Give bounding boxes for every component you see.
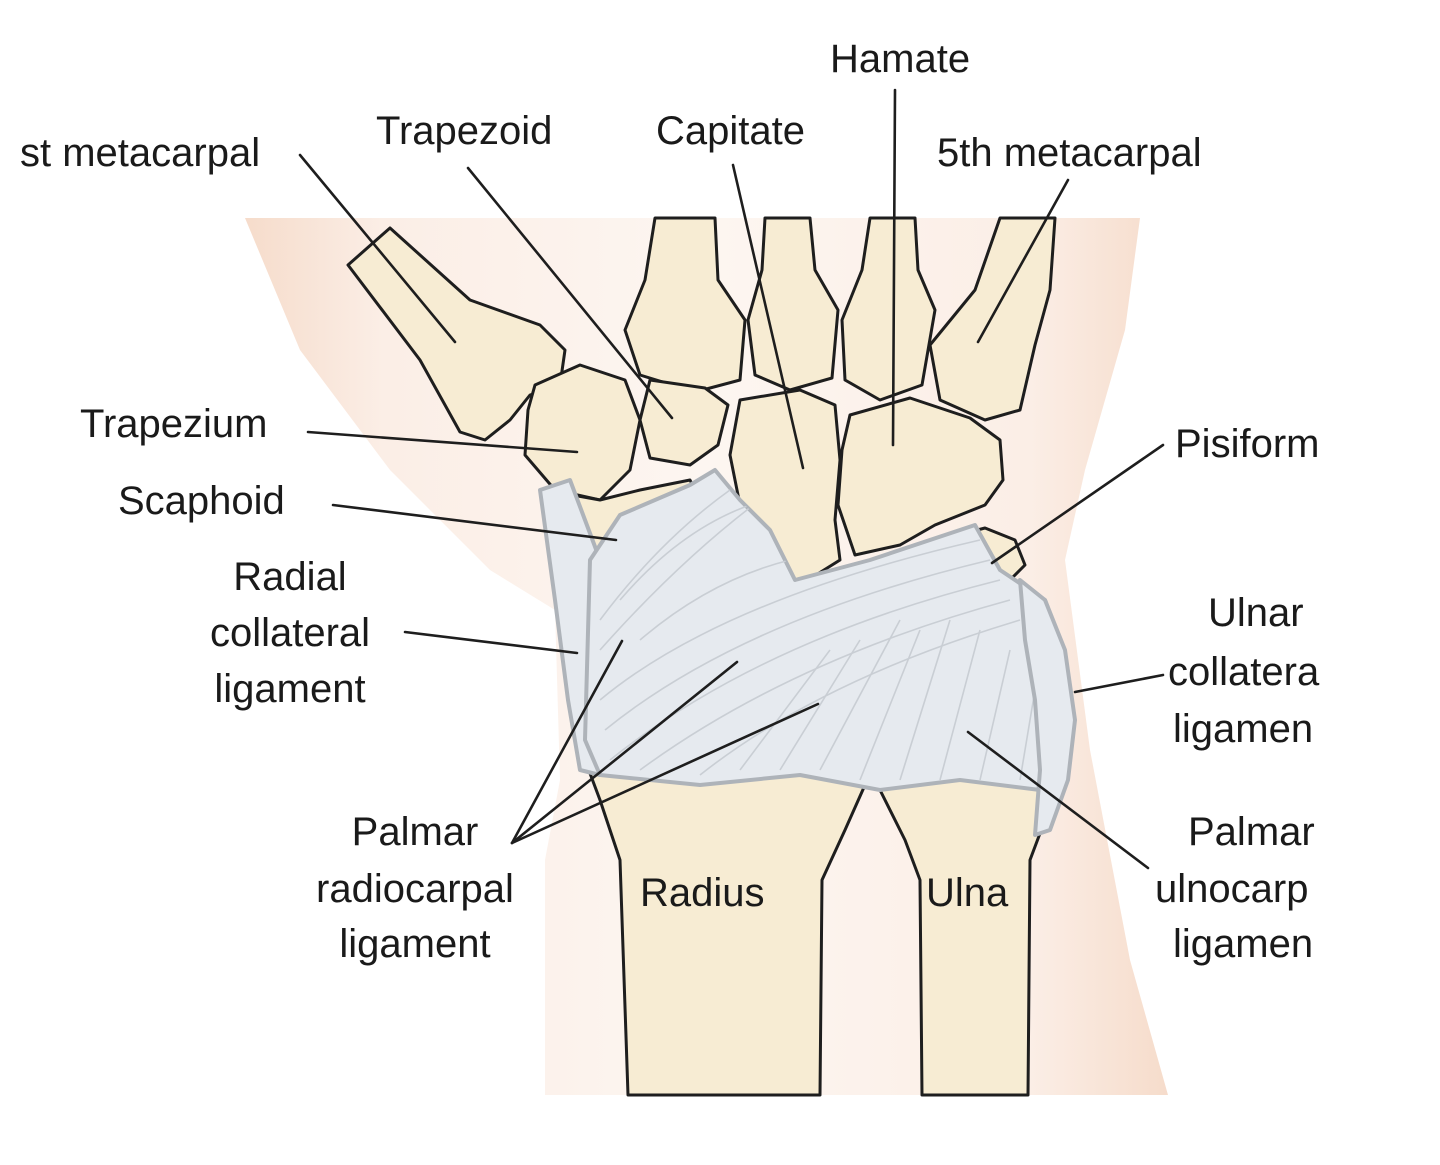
hamate-bone [836, 396, 1005, 557]
trapezium-bone [523, 363, 642, 502]
label-ulnar-collateral-2: collatera [1168, 650, 1320, 694]
label-palmar-radiocarpal-2: radiocarpal [316, 867, 514, 911]
second-metacarpal-bone [623, 216, 747, 394]
label-fifth-metacarpal: 5th metacarpal [937, 131, 1202, 175]
leader-fifth-metacarpal [976, 178, 1070, 344]
ligaments [538, 468, 1077, 837]
right-crop-mask [1338, 400, 1440, 1000]
label-ulnar-collateral-3: ligamen [1173, 707, 1313, 751]
leader-lines [298, 88, 1165, 870]
label-radius: Radius [640, 871, 765, 915]
metacarpal-bones [346, 216, 1057, 442]
ligament-fibers [599, 489, 1041, 781]
label-capitate: Capitate [656, 109, 805, 153]
fourth-metacarpal-bone [840, 216, 937, 402]
label-first-metacarpal: st metacarpal [20, 131, 260, 175]
label-palmar-ulnocarpal-1: Palmar [1188, 810, 1315, 854]
label-radial-collateral-2: collateral [210, 611, 370, 655]
leader-palmar-radiocarpal-2 [510, 660, 739, 845]
leader-ulnar-collateral [1073, 673, 1165, 694]
label-scaphoid: Scaphoid [118, 479, 285, 523]
label-trapezium: Trapezium [80, 402, 267, 446]
leader-capitate [731, 163, 805, 470]
label-pisiform: Pisiform [1175, 422, 1319, 466]
label-trapezoid: Trapezoid [376, 109, 552, 153]
leader-palmar-radiocarpal-1 [510, 639, 624, 845]
forearm-bones [583, 758, 1057, 1097]
leader-trapezium [306, 430, 579, 454]
leader-scaphoid [331, 503, 618, 542]
trapezoid-bone [638, 378, 730, 467]
fifth-metacarpal-bone [928, 216, 1057, 422]
label-palmar-ulnocarpal-3: ligamen [1173, 922, 1313, 966]
leader-radial-collateral [403, 630, 579, 655]
leader-palmar-radiocarpal-3 [510, 702, 820, 845]
leader-pisiform [990, 443, 1165, 565]
label-ulnar-collateral-1: Ulnar [1208, 591, 1304, 635]
third-metacarpal-bone [746, 216, 840, 392]
ulnar-collateral-ligament [1018, 578, 1077, 837]
leader-palmar-ulnocarpal [966, 730, 1150, 870]
label-ulna: Ulna [926, 871, 1009, 915]
label-palmar-ulnocarpal-2: ulnocarp [1155, 867, 1308, 911]
leader-hamate [891, 88, 897, 447]
leader-first-metacarpal [298, 153, 457, 344]
label-radial-collateral-1: Radial [233, 555, 346, 599]
label-radial-collateral-3: ligament [214, 667, 365, 711]
label-palmar-radiocarpal-3: ligament [339, 922, 490, 966]
labels: st metacarpal Trapezoid Capitate Hamate … [20, 37, 1320, 966]
label-palmar-radiocarpal-1: Palmar [352, 810, 479, 854]
leader-trapezoid [466, 166, 674, 420]
label-hamate: Hamate [830, 37, 970, 81]
